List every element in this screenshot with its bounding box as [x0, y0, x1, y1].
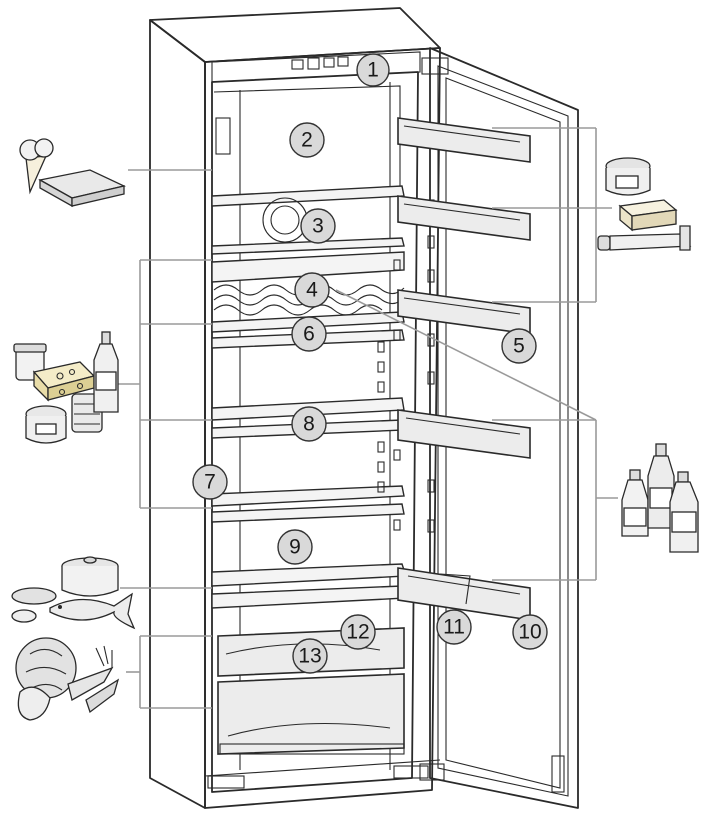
callout-6: 6: [291, 316, 327, 352]
callout-label: 4: [306, 279, 318, 302]
leader-lines: [116, 127, 618, 709]
callout-label: 8: [303, 413, 315, 436]
callout-4: 4: [294, 272, 330, 308]
callout-5: 5: [501, 328, 537, 364]
callout-label: 2: [301, 129, 313, 152]
callout-label: 5: [513, 335, 525, 358]
callout-2: 2: [289, 122, 325, 158]
callout-label: 11: [443, 616, 465, 639]
tube-icon: [597, 225, 692, 251]
callout-label: 12: [346, 621, 369, 644]
drink-bottles-icon: [621, 443, 699, 553]
callout-label: 3: [312, 215, 324, 238]
callout-12: 12: [340, 614, 376, 650]
butter-icon: [618, 199, 678, 232]
callout-label: 9: [289, 536, 301, 559]
callout-9: 9: [277, 529, 313, 565]
callout-8: 8: [291, 406, 327, 442]
callout-label: 1: [367, 59, 379, 82]
callout-7: 7: [192, 464, 228, 500]
callout-label: 13: [298, 645, 321, 668]
callout-11: 11: [436, 609, 472, 645]
refrigerator-door: [397, 47, 579, 809]
frozen-food-box-icon: [38, 169, 126, 208]
fish-icon: [11, 587, 136, 630]
callout-label: 10: [518, 621, 541, 644]
callout-13: 13: [292, 638, 328, 674]
callout-10: 10: [512, 614, 548, 650]
callout-3: 3: [300, 208, 336, 244]
callout-1: 1: [356, 53, 390, 87]
callout-label: 7: [204, 471, 216, 494]
refrigerator-cabinet: [149, 7, 441, 809]
callout-label: 6: [303, 323, 315, 346]
bottle-icon: [93, 331, 119, 413]
cooking-pot-icon: [61, 556, 119, 597]
jam-jar-icon: [605, 157, 651, 196]
vegetables-icon: [15, 637, 120, 721]
ice-cream-cone-icon: [19, 138, 54, 195]
